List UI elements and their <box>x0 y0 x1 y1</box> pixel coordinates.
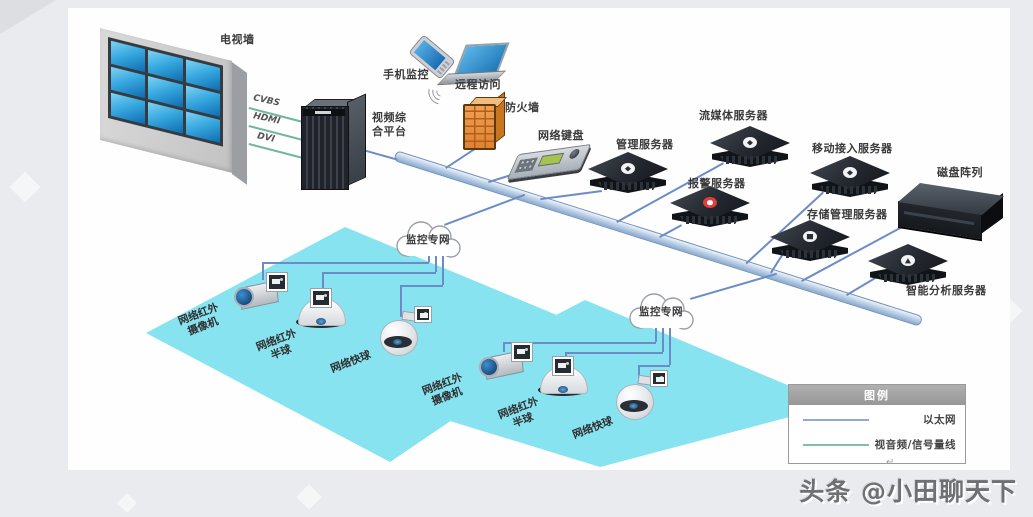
phone-monitor-label: 手机监控 <box>383 68 429 81</box>
camera-monitor-icon <box>511 342 533 362</box>
server-emblem-icon: ■ <box>803 230 817 243</box>
network-ir-box-camera <box>232 272 288 310</box>
server-emblem-icon: ◆ <box>743 136 757 149</box>
firewall-icon <box>463 91 508 150</box>
camera-lens <box>316 318 326 325</box>
camera-tree-line <box>565 352 663 354</box>
video-platform-device <box>301 93 366 190</box>
tv-screen <box>185 111 220 143</box>
camera-monitor-icon <box>414 306 432 323</box>
camera-tree-line <box>262 262 264 280</box>
legend-row-signal: 视音频/信号量线 <box>789 434 965 455</box>
camera-lens <box>393 339 402 345</box>
cloud-label: 监控专网 <box>406 234 450 246</box>
camera-tree-line <box>262 262 429 264</box>
camera-tree-line <box>435 252 437 272</box>
camera-tree-line <box>655 328 657 342</box>
mobile-access-server: ◆ <box>810 156 890 202</box>
rack-tag <box>315 110 331 114</box>
camera-lens <box>629 403 638 409</box>
surveillance-network-cloud-right: 监控专网 <box>623 292 699 334</box>
camera-lens <box>479 357 499 377</box>
alarm-emblem-icon: ● <box>703 196 717 209</box>
camera-tree-line <box>428 252 430 262</box>
return-mark: ↵ <box>886 457 895 468</box>
disk-array-label: 磁盘阵列 <box>937 166 983 179</box>
watermark-text: 头条 @小田聊天下 <box>799 477 1017 506</box>
firewall-front-face <box>463 104 496 150</box>
server-emblem-icon: ◆ <box>843 166 857 179</box>
background-decoration <box>117 493 137 513</box>
storage-management-server: ■ <box>770 220 850 266</box>
network-ir-dome-camera <box>296 288 348 332</box>
server-emblem-icon: ▲ <box>901 254 915 267</box>
legend-title: 图例 <box>789 385 965 405</box>
legend-label-signal: 视音频/信号量线 <box>874 439 956 451</box>
surveillance-network-cloud-left: 监控专网 <box>390 220 466 262</box>
streaming-media-server: ◆ <box>710 126 790 172</box>
network-ir-box-camera <box>477 342 533 380</box>
camera-tree-line <box>400 285 402 317</box>
camera-tree-line <box>442 252 444 285</box>
legend-label-ethernet: 以太网 <box>923 414 956 426</box>
tv-wall-panel <box>108 36 223 147</box>
cloud-label: 监控专网 <box>639 306 683 318</box>
keyboard-keys <box>514 157 539 173</box>
management-server: ◆ <box>588 152 668 198</box>
keyboard-lcd <box>537 152 565 167</box>
remote-access-label: 远程访问 <box>455 78 501 91</box>
firewall-label: 防火墙 <box>505 101 540 114</box>
alarm-server: ● <box>670 186 750 232</box>
intelligent-analysis-server: ▲ <box>868 244 948 290</box>
network-keyboard-label: 网络键盘 <box>538 129 584 142</box>
camera-tree-line <box>322 272 436 274</box>
mobile-access-server-label: 移动接入服务器 <box>812 142 893 155</box>
legend: 图例 以太网 视音频/信号量线 <box>788 384 966 464</box>
tv-screen <box>148 102 183 134</box>
ethernet-line-sample <box>803 418 869 421</box>
cloud-icon <box>629 293 694 330</box>
camera-tree-line <box>662 328 664 352</box>
background-decoration <box>296 484 322 510</box>
camera-monitor-icon <box>650 370 668 387</box>
intelligent-analysis-server-label: 智能分析服务器 <box>906 284 987 297</box>
keyboard-joystick <box>567 148 582 160</box>
alarm-server-label: 报警服务器 <box>688 177 746 190</box>
network-speed-dome-camera <box>612 370 668 422</box>
disk-array-icon <box>898 183 1004 242</box>
tv-wall-label: 电视墙 <box>220 33 255 46</box>
video-platform-label-line2: 合平台 <box>372 125 407 138</box>
camera-tree-line <box>503 342 656 344</box>
camera-lens <box>558 386 568 393</box>
camera-tree-line <box>322 272 324 297</box>
server-emblem-icon: ◆ <box>621 162 635 175</box>
cloud-icon <box>396 221 461 258</box>
rack-side-face <box>347 93 366 186</box>
camera-tree-line <box>638 365 640 380</box>
camera-monitor-icon <box>552 356 574 376</box>
tv-screen <box>111 92 146 125</box>
camera-monitor-icon <box>266 272 288 292</box>
camera-tree-line <box>503 342 505 352</box>
camera-tree-line <box>669 328 671 365</box>
camera-tree-line <box>638 365 670 367</box>
legend-row-ethernet: 以太网 <box>789 409 965 430</box>
background-decoration <box>0 0 56 34</box>
background-decoration <box>9 171 41 203</box>
storage-management-server-label: 存储管理服务器 <box>807 208 888 221</box>
network-ir-dome-camera <box>538 356 590 400</box>
camera-lens <box>234 287 254 307</box>
camera-tree-line <box>400 285 443 287</box>
network-speed-dome-camera <box>376 306 432 358</box>
streaming-media-server-label: 流媒体服务器 <box>699 109 768 122</box>
signal-line-sample <box>803 443 869 446</box>
video-platform-label-line1: 视频综 <box>372 111 407 124</box>
management-server-label: 管理服务器 <box>616 138 674 151</box>
camera-monitor-icon <box>310 288 332 308</box>
rack-front-face <box>301 106 349 190</box>
tv-wall-side-face <box>232 62 247 185</box>
